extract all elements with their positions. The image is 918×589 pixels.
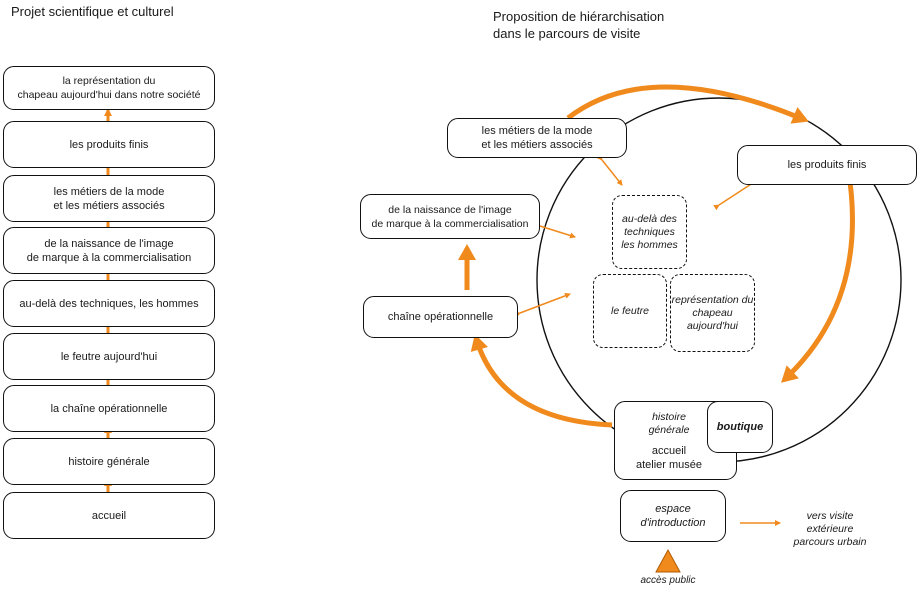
circle-item-representation: représentation du chapeau aujourd'hui <box>670 274 755 352</box>
arrow-produits-to-accueil <box>781 167 855 383</box>
left-box-feutre: le feutre aujourd'hui <box>3 333 215 380</box>
left-box-chaine: la chaîne opérationnelle <box>3 385 215 432</box>
accueil-atelier-label: accueil atelier musée <box>635 445 703 471</box>
right-title-line2: dans le parcours de visite <box>493 26 641 41</box>
left-box-naissance: de la naissance de l'image de marque à l… <box>3 227 215 274</box>
box-metiers: les métiers de la mode et les métiers as… <box>447 118 627 158</box>
left-box-hommes: au-delà des techniques, les hommes <box>3 280 215 327</box>
left-title: Projet scientifique et culturel <box>11 4 174 19</box>
box-produits: les produits finis <box>737 145 917 185</box>
circle-item-feutre: le feutre <box>593 274 667 348</box>
left-box-representation: la représentation du chapeau aujourd'hui… <box>3 66 215 110</box>
arrow-chaine-circle <box>514 292 571 318</box>
acces-public-label: accès public <box>640 575 696 586</box>
left-box-metiers: les métiers de la mode et les métiers as… <box>3 175 215 222</box>
access-triangle-icon <box>655 548 681 573</box>
arrow-naissance-circle <box>534 221 576 239</box>
right-title-line1: Proposition de hiérarchisation <box>493 9 665 24</box>
histoire-generale-label: histoire générale <box>648 411 690 436</box>
left-box-produits: les produits finis <box>3 121 215 168</box>
vers-visite-label: vers visite extérieure parcours urbain <box>793 510 867 548</box>
left-box-histoire: histoire générale <box>3 438 215 485</box>
arrow-metiers-to-produits <box>566 84 809 124</box>
circle-item-hommes: au-delà des techniques les hommes <box>612 195 687 269</box>
arrow-metiers-circle <box>596 154 623 186</box>
left-box-accueil: accueil <box>3 492 215 539</box>
box-boutique: boutique <box>707 401 773 453</box>
box-chaine: chaîne opérationnelle <box>363 296 518 338</box>
arrow-accueil-to-chaine <box>470 334 613 428</box>
box-naissance: de la naissance de l'image de marque à l… <box>360 194 540 239</box>
box-espace-introduction: espace d'introduction <box>620 490 726 542</box>
